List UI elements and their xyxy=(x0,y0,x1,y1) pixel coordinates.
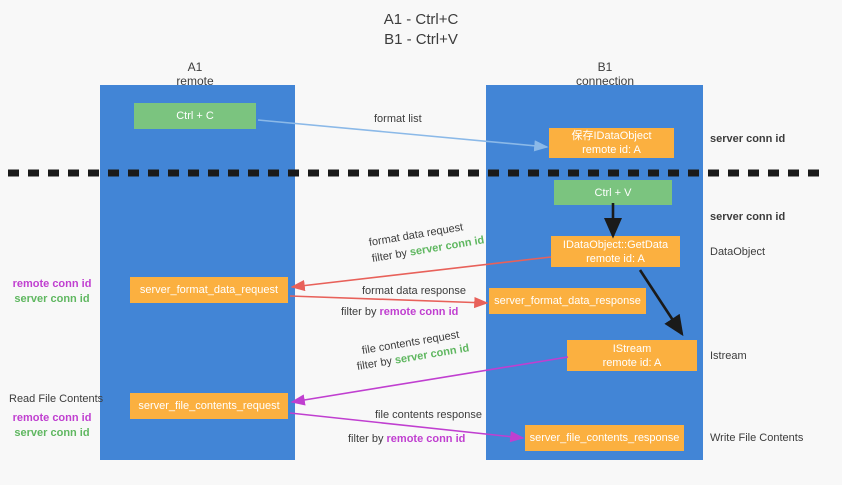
column-b1-sub: connection xyxy=(575,74,635,88)
box-getdata-line1: IDataObject::GetData xyxy=(562,238,669,251)
column-a1-name: A1 xyxy=(187,60,203,74)
edge-label-file-contents-response: file contents response xyxy=(375,409,483,421)
box-server-format-data-response[interactable]: server_format_data_response xyxy=(489,288,646,314)
side-label-istream: Istream xyxy=(710,350,747,362)
edge-label-format-data-response-filter: filter by remote conn id xyxy=(341,305,458,319)
column-header-b1: B1 connection xyxy=(545,60,665,88)
column-b1-name: B1 xyxy=(597,60,613,74)
edge-label-file-contents-response-filter: filter by remote conn id xyxy=(348,432,465,446)
box-ctrl-v-label: Ctrl + V xyxy=(594,186,632,199)
side-label-write-file-contents: Write File Contents xyxy=(710,432,804,444)
left-remote-conn-id-2: remote conn id xyxy=(12,412,92,424)
side-label-dataobject: DataObject xyxy=(710,246,766,258)
title-line-1: A1 - Ctrl+C xyxy=(383,11,459,28)
box-save-idataobject-line2: remote id: A xyxy=(582,144,641,156)
edge-label-format-list: format list xyxy=(374,113,422,125)
edge-label-format-data-response: format data response xyxy=(362,285,466,297)
remote-conn-id-text: remote conn id xyxy=(379,306,459,318)
box-getdata-line2: remote id: A xyxy=(586,252,645,265)
box-save-idataobject-line1: 保存IDataObject xyxy=(571,130,652,142)
box-server-format-data-response-label: server_format_data_response xyxy=(494,295,641,307)
box-server-file-contents-request[interactable]: server_file_contents_request xyxy=(130,393,288,419)
filter-by-text-3: filter by xyxy=(356,354,396,373)
remote-conn-id-text-2: remote conn id xyxy=(386,433,466,445)
side-label-server-conn-id-mid: server conn id xyxy=(710,211,786,223)
diagram-title: A1 - Ctrl+C B1 - Ctrl+V xyxy=(0,10,842,50)
box-ctrl-c[interactable]: Ctrl + C xyxy=(134,103,256,129)
box-istream[interactable]: IStream remote id: A xyxy=(567,340,697,371)
box-ctrl-c-label: Ctrl + C xyxy=(176,110,214,122)
left-conn-group-format: remote conn id server conn id xyxy=(9,277,95,307)
box-server-format-data-request-label: server_format_data_request xyxy=(139,284,279,296)
filter-by-text-2: filter by xyxy=(341,306,380,318)
left-conn-group-file: remote conn id server conn id xyxy=(9,411,95,441)
left-server-conn-id-1: server conn id xyxy=(14,293,90,305)
box-ctrl-v[interactable]: Ctrl + V xyxy=(554,180,672,205)
left-server-conn-id-2: server conn id xyxy=(14,427,90,439)
box-server-file-contents-request-label: server_file_contents_request xyxy=(138,400,280,412)
left-label-read-file-contents: Read File Contents xyxy=(9,393,104,405)
box-server-file-contents-response-label: server_file_contents_response xyxy=(529,432,680,444)
box-save-idataobject[interactable]: 保存IDataObject remote id: A xyxy=(549,128,674,158)
box-istream-line1: IStream xyxy=(612,342,652,355)
filter-by-text-4: filter by xyxy=(348,433,387,445)
box-server-format-data-request[interactable]: server_format_data_request xyxy=(130,277,288,303)
title-line-2: B1 - Ctrl+V xyxy=(384,31,458,48)
column-a1-sub: remote xyxy=(176,74,214,88)
filter-by-text: filter by xyxy=(371,246,411,265)
box-server-file-contents-response[interactable]: server_file_contents_response xyxy=(525,425,684,451)
side-label-server-conn-id-top: server conn id xyxy=(710,133,786,145)
column-header-a1: A1 remote xyxy=(135,60,255,88)
box-istream-line2: remote id: A xyxy=(602,356,662,369)
box-idataobject-getdata[interactable]: IDataObject::GetData remote id: A xyxy=(551,236,680,267)
left-remote-conn-id-1: remote conn id xyxy=(12,278,92,290)
